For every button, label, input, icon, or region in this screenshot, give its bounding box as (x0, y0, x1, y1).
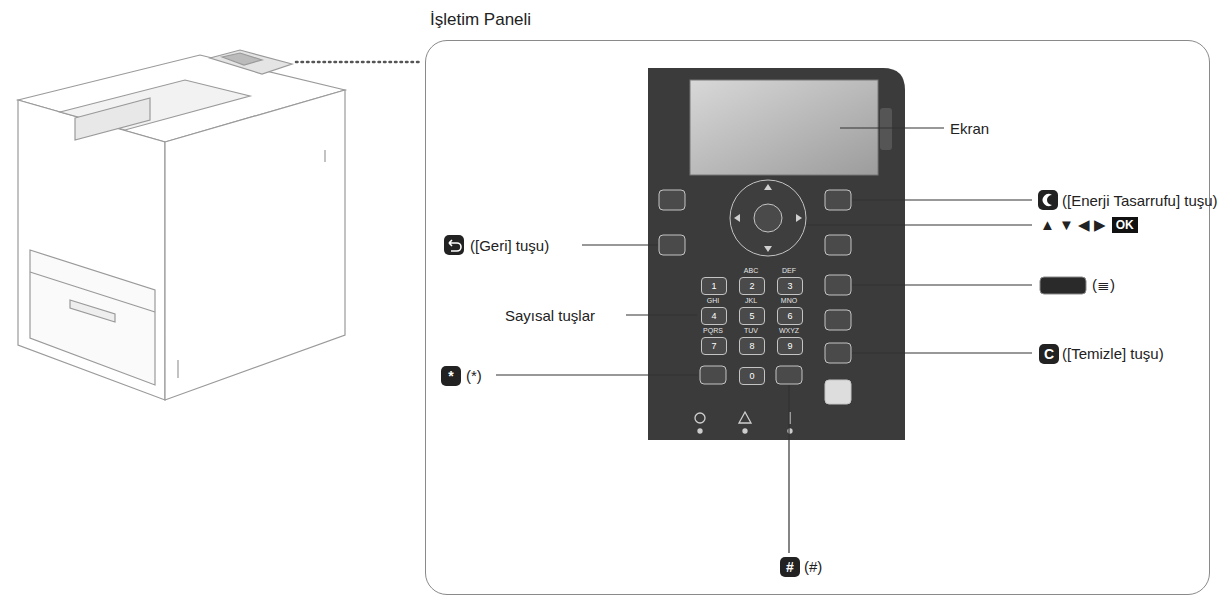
key-text: 5 (749, 311, 754, 321)
key-letters: ABC (744, 267, 758, 274)
callout-label: (≣) (1092, 276, 1115, 294)
clear-key-badge: C (1039, 344, 1059, 364)
menu-button-icon (1040, 277, 1086, 294)
key-letters: PQRS (703, 327, 723, 334)
panel-keys (659, 180, 851, 404)
key-text: 4 (711, 311, 716, 321)
screen-tab (880, 108, 892, 150)
panel-heading: İşletim Paneli (430, 10, 531, 30)
key-letters: JKL (745, 297, 757, 304)
number-key: 3 (777, 277, 803, 295)
key-text: 1 (711, 281, 716, 291)
status-indicators (695, 412, 792, 433)
number-key: 5 (739, 307, 765, 325)
printer-drawing (18, 50, 345, 400)
key-letters: WXYZ (779, 327, 799, 334)
energy-icon (1038, 190, 1058, 210)
key-text: 3 (787, 281, 792, 291)
callout-label: ([Enerji Tasarrufu] tuşu) (1062, 192, 1218, 209)
callout-label: Ekran (950, 120, 989, 137)
control-panel-body (648, 68, 905, 440)
callout-label: ([Temizle] tuşu) (1062, 345, 1164, 362)
key-text: OK (1116, 218, 1134, 232)
leader-dotted (296, 61, 422, 64)
star-key-badge: * (441, 366, 461, 386)
number-key: 1 (701, 277, 727, 295)
key-text: 2 (749, 281, 754, 291)
key-text: 6 (787, 311, 792, 321)
number-key: 4 (701, 307, 727, 325)
callout-label: ([Geri] tuşu) (470, 237, 549, 254)
key-text: 0 (749, 371, 754, 381)
key-text: 9 (787, 341, 792, 351)
callout-label: Sayısal tuşlar (505, 307, 595, 324)
key-letters: GHI (707, 297, 719, 304)
moon-symbol (1043, 194, 1052, 206)
callout-label: ▲ ▼ ◀ ▶ (1040, 216, 1106, 234)
number-key: 6 (777, 307, 803, 325)
key-text: 8 (749, 341, 754, 351)
number-key: 0 (739, 367, 765, 385)
key-letters: TUV (744, 327, 758, 334)
key-letters: MNO (781, 297, 797, 304)
leader-lines (496, 128, 1032, 553)
number-key: 9 (777, 337, 803, 355)
back-icon (444, 235, 464, 255)
key-letters: DEF (782, 267, 796, 274)
number-key: 2 (739, 277, 765, 295)
back-symbol (449, 240, 461, 251)
nav-arrows (734, 184, 802, 252)
key-text: C (1044, 346, 1054, 362)
callout-label: (*) (466, 367, 482, 384)
number-key: 8 (739, 337, 765, 355)
callout-label: (#) (804, 558, 822, 575)
number-key: 7 (701, 337, 727, 355)
key-text: # (786, 559, 794, 575)
hash-key-badge: # (780, 557, 800, 577)
key-text: 7 (711, 341, 716, 351)
ok-key-badge: OK (1112, 217, 1138, 233)
key-text: * (448, 368, 453, 384)
